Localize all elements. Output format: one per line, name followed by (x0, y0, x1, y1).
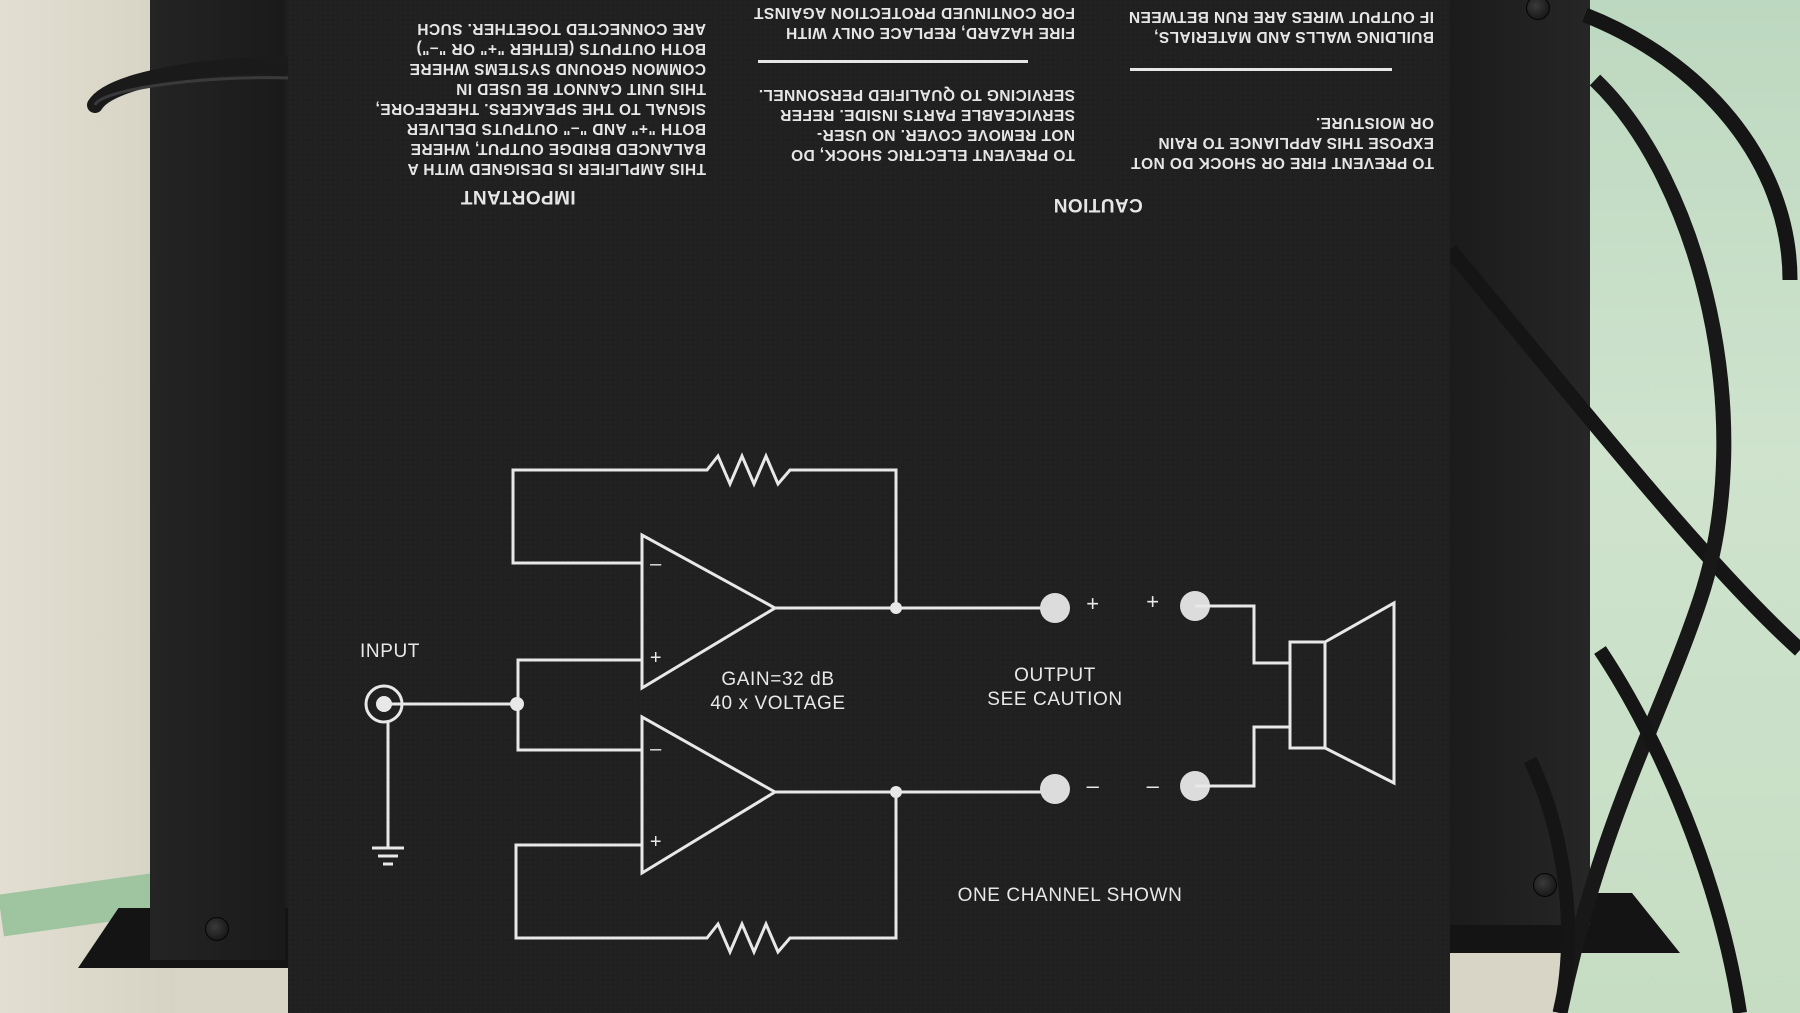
output-terminal-minus (1040, 774, 1070, 804)
screw-bottom-left (205, 917, 229, 941)
op-amp-top-plus: + (649, 647, 663, 669)
screw-top-right (1526, 0, 1550, 20)
op-amp-bottom-plus: + (649, 831, 663, 853)
rear-panel: IMPORTANT THIS AMPLIFIER IS DESIGNED WIT… (288, 0, 1450, 1013)
output-label-line1: OUTPUT (1014, 665, 1096, 686)
op-amp-bottom (640, 714, 778, 876)
channel-note: ONE CHANNEL SHOWN (957, 885, 1183, 906)
op-amp-top-minus: – (650, 553, 662, 575)
input-label: INPUT (360, 641, 420, 662)
input-jack-icon (364, 684, 404, 724)
caution-divider-middle (758, 60, 1028, 63)
chassis-side-right (1450, 0, 1590, 925)
caution-divider-right (1130, 68, 1392, 71)
table-surface (0, 0, 175, 1013)
minus-sign-amp: – (1086, 773, 1100, 798)
output-terminal-plus (1040, 593, 1070, 623)
plus-sign-speaker: + (1146, 589, 1160, 614)
gain-label-line2: 40 x VOLTAGE (710, 693, 846, 714)
chassis-side-left (150, 0, 285, 960)
minus-sign-speaker: – (1146, 773, 1160, 798)
output-label-line2: SEE CAUTION (987, 689, 1123, 710)
speaker-icon (1288, 640, 1327, 750)
plus-sign-amp: + (1086, 591, 1100, 616)
junction-top (890, 602, 902, 614)
screw-bottom-right (1533, 873, 1557, 897)
op-amp-top (640, 532, 779, 691)
gain-label-line1: GAIN=32 dB (721, 669, 835, 690)
op-amp-bottom-minus: – (650, 738, 662, 760)
